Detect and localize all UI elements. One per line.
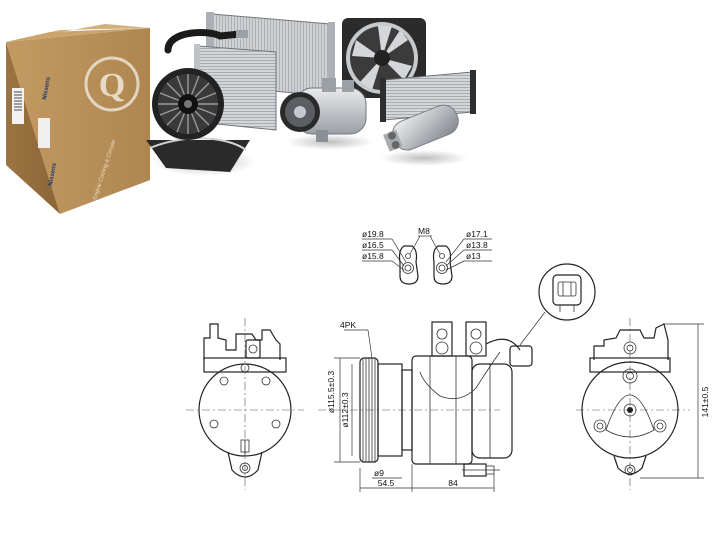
- blower-motor-image: [146, 68, 256, 176]
- height-dim-label: 141±0.5: [700, 386, 710, 417]
- front-length-label: 54.5: [378, 478, 395, 488]
- body-length-label: 84: [448, 478, 458, 488]
- compressor-image: [280, 78, 374, 150]
- receiver-drier-image: [380, 104, 468, 166]
- front-view: [186, 318, 304, 490]
- box-stamp: Q: [99, 67, 125, 104]
- fittings-detail: ø19.8 ø16.5 ø15.8 M8 ø17.1 ø13.8 ø13: [362, 226, 492, 285]
- connector-detail: [519, 263, 596, 346]
- rear-view: 141±0.5: [576, 318, 710, 490]
- barcode-label-icon: [12, 88, 24, 124]
- fitting-right-dia-1: ø17.1: [466, 229, 488, 239]
- fitting-right-dia-3: ø13: [466, 251, 481, 261]
- fitting-right-dia-2: ø13.8: [466, 240, 488, 250]
- nissens-box: Q Nissens Nissens Engine Cooling & Clima…: [6, 24, 150, 214]
- side-view: 4PK ø115.5±0.3 ø112±0.3 ø9 54.5 84: [318, 320, 533, 492]
- pulley-inner-dia: ø112±0.3: [340, 392, 350, 427]
- hub-dia-label: ø9: [374, 468, 384, 478]
- belt-type-label: 4PK: [340, 320, 356, 330]
- fitting-left-dia-1: ø19.8: [362, 229, 384, 239]
- fitting-left-dia-3: ø15.8: [362, 251, 384, 261]
- pulley-outer-dia: ø115.5±0.3: [326, 371, 336, 414]
- box-brand-front: Nissens: [42, 76, 52, 100]
- fitting-left-dia-2: ø16.5: [362, 240, 384, 250]
- fitting-thread-label: M8: [418, 226, 430, 236]
- box-brand-side: Nissens: [48, 162, 58, 186]
